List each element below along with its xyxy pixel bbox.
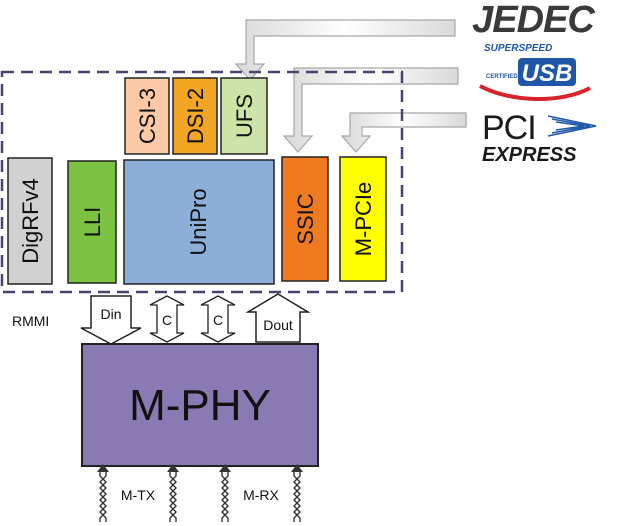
block-mpcie: M-PCIe [339,156,387,282]
rx-arrowheads [219,464,303,472]
control-arrow-2: C [200,295,236,343]
usb-superspeed-text: SUPERSPEED [484,43,552,54]
tx-pair [99,470,177,522]
block-ufs: UFS [220,77,268,155]
din-label: Din [100,306,121,322]
tx-arrowheads [97,464,179,472]
rmmi-label: RMMI [12,313,49,329]
din-arrow: Din [80,295,142,345]
block-ssic: SSIC [281,156,329,282]
usb-swoosh-icon [479,84,591,102]
mrx-label: M-RX [243,487,279,503]
pci-text: PCI [482,109,536,147]
digrf-label: DigRFv4 [18,178,43,264]
dsi2-label: DSI-2 [183,88,208,144]
pci-chevron-icon [547,115,597,137]
express-text: EXPRESS [482,144,577,166]
block-lli: LLI [67,160,117,284]
usb-certified-text: CERTIFIED [486,74,518,80]
jedec-logo-text: JEDEC [472,0,595,41]
control-label-2: C [213,312,223,328]
mpcie-feed-arrow [340,112,467,153]
dashed-boundary [0,70,404,294]
usb-badge [518,58,576,86]
control-label-1: C [162,312,172,328]
mphy-title: M-PHY [129,381,271,430]
block-dsi2: DSI-2 [172,77,218,155]
usb-logo: SUPERSPEED CERTIFIED USB [479,43,591,102]
mpcie-label: M-PCIe [351,182,376,257]
ssic-label: SSIC [293,193,318,244]
usb-main-text: USB [522,60,573,87]
pci-express-logo: PCI EXPRESS [482,109,597,166]
block-digrf: DigRFv4 [7,157,53,285]
dout-label: Dout [263,317,293,333]
block-unipro: UniPro [123,159,275,285]
block-csi3: CSI-3 [124,77,170,155]
csi3-label: CSI-3 [135,88,160,144]
control-arrow-1: C [149,295,185,343]
dout-arrow: Dout [245,293,311,343]
ufs-label: UFS [232,94,257,138]
jedec-logo: JEDEC [472,0,596,41]
mphy-block: M-PHY [81,343,319,467]
lli-label: LLI [80,207,105,238]
rx-pair [221,470,301,522]
mtx-label: M-TX [121,487,156,503]
ssic-feed-arrow [282,67,459,153]
unipro-label: UniPro [186,188,211,255]
